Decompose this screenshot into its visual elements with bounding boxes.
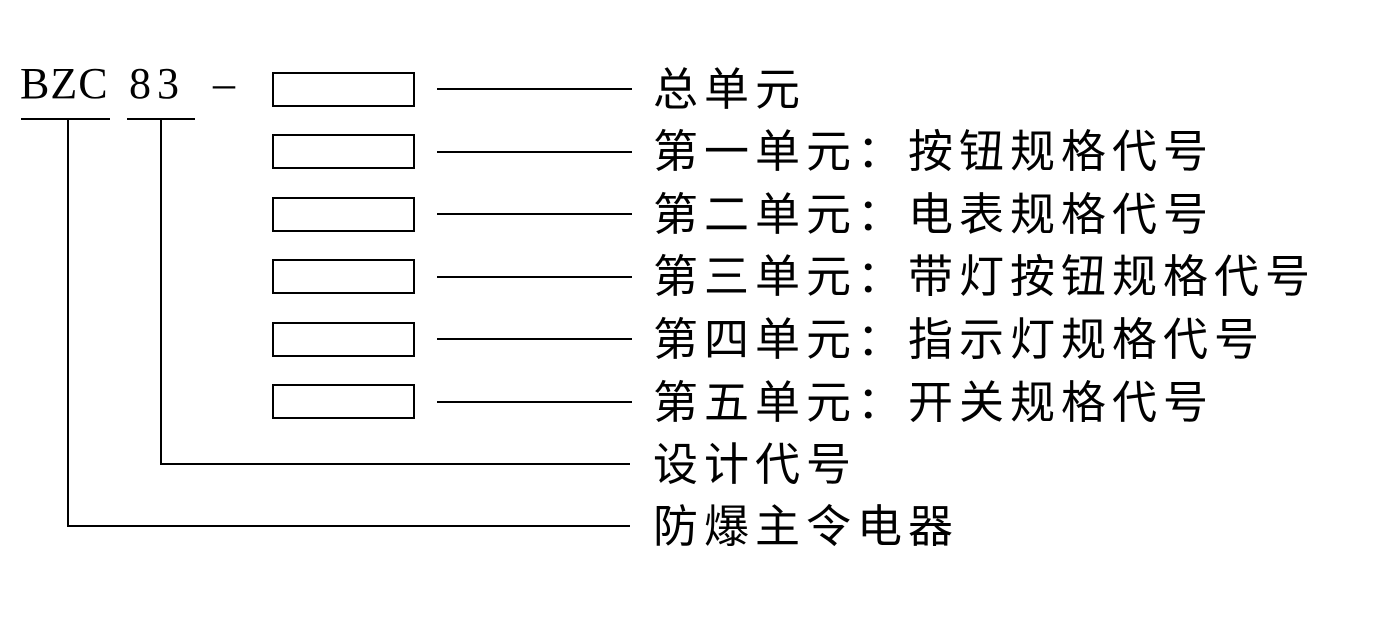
label-unit-3: 第三单元：带灯按钮规格代号 (653, 252, 1317, 302)
unit-code-box-6 (272, 384, 415, 419)
label-unit-2: 第二单元：电表规格代号 (653, 190, 1215, 240)
leader-line-6 (437, 401, 632, 403)
label-unit-1: 第一单元：按钮规格代号 (653, 127, 1215, 177)
label-unit-4: 第四单元：指示灯规格代号 (653, 315, 1266, 365)
prefix-connector-horizontal (67, 525, 630, 527)
unit-code-box-4 (272, 259, 415, 294)
label-unit-5: 第五单元：开关规格代号 (653, 378, 1215, 428)
unit-code-box-1 (272, 72, 415, 107)
leader-line-4 (437, 276, 632, 278)
label-total-unit: 总单元 (653, 65, 807, 115)
label-product-name: 防爆主令电器 (653, 502, 960, 552)
leader-line-5 (437, 338, 632, 340)
model-series-text: 83 (129, 59, 185, 108)
leader-line-1 (437, 88, 632, 90)
model-separator-dash: – (213, 59, 235, 108)
leader-line-2 (437, 151, 632, 153)
series-connector-horizontal (160, 463, 630, 465)
prefix-underline (21, 118, 110, 120)
series-underline (127, 118, 195, 120)
unit-code-box-5 (272, 322, 415, 357)
series-connector-vertical (160, 120, 162, 465)
label-design-code: 设计代号 (653, 440, 858, 490)
unit-code-box-3 (272, 197, 415, 232)
prefix-connector-vertical (67, 120, 69, 527)
model-prefix-text: BZC (20, 59, 109, 108)
leader-line-3 (437, 213, 632, 215)
unit-code-box-2 (272, 134, 415, 169)
